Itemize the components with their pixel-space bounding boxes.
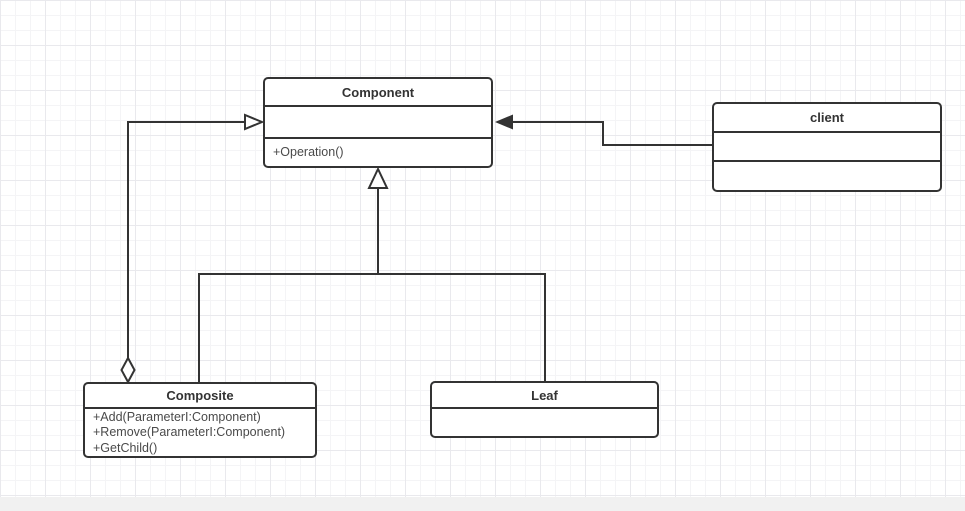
method-label: +Add(ParameterI:Component)	[93, 410, 261, 425]
edge-composite-aggregates-component[interactable]	[120, 113, 265, 385]
class-section-methods: +Add(ParameterI:Component) +Remove(Param…	[85, 409, 315, 456]
class-node-component[interactable]: Component +Operation()	[263, 77, 493, 168]
filled-arrowhead-icon	[495, 114, 513, 130]
class-title: Composite	[85, 384, 315, 410]
edge-client-uses-component[interactable]	[495, 114, 712, 146]
open-arrowhead-icon	[244, 113, 265, 131]
class-section-attributes	[265, 107, 491, 139]
class-section-methods: +Operation()	[265, 139, 491, 166]
hollow-triangle-icon	[367, 166, 389, 189]
class-section-attributes	[432, 409, 657, 436]
class-title: Component	[265, 79, 491, 107]
method-label: +GetChild()	[93, 440, 158, 455]
method-label: +Operation()	[273, 144, 344, 159]
aggregation-diamond-icon	[120, 355, 136, 385]
class-section-attributes	[714, 133, 940, 162]
class-title: client	[714, 104, 940, 133]
class-section-methods	[714, 162, 940, 190]
method-label: +Remove(ParameterI:Component)	[93, 425, 286, 440]
class-node-leaf[interactable]: Leaf	[430, 381, 659, 438]
class-node-composite[interactable]: Composite +Add(ParameterI:Component) +Re…	[83, 382, 317, 458]
bottom-bar	[0, 497, 965, 511]
class-node-client[interactable]: client	[712, 102, 942, 192]
class-title: Leaf	[432, 383, 657, 409]
edge-generalization-tree[interactable]	[198, 166, 546, 382]
